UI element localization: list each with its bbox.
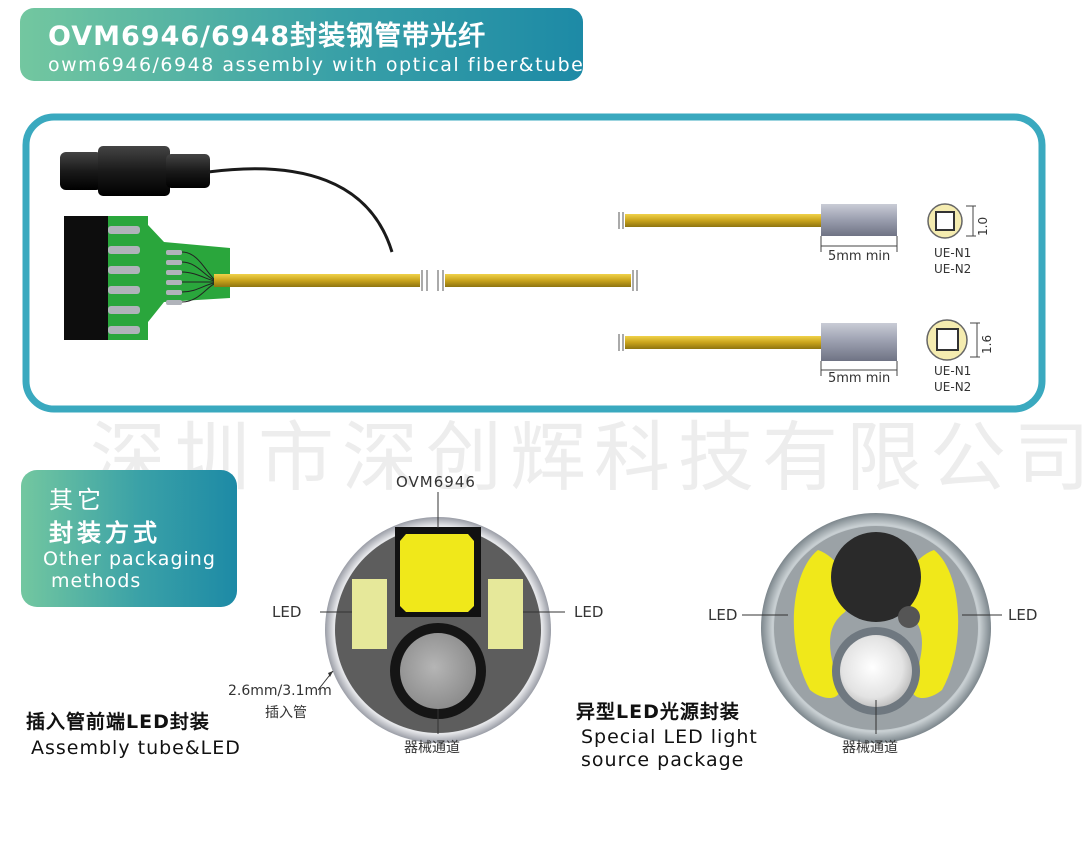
page-subtitle: owm6946/6948 assembly with optical fiber… bbox=[48, 54, 585, 76]
right-caption-zh: 异型LED光源封装 bbox=[576, 701, 740, 723]
left-caption-en: Assembly tube&LED bbox=[31, 737, 241, 759]
left-led-label-2: LED bbox=[574, 603, 604, 621]
length-label-bottom: 5mm min bbox=[828, 371, 891, 386]
special-led-source-view bbox=[742, 513, 1002, 743]
assembly-tube-led-view bbox=[317, 492, 565, 743]
other-packaging-banner: 其它 封装方式 Other packaging methods bbox=[21, 470, 237, 607]
fiber-tube-bottom bbox=[618, 323, 898, 376]
banner-line-3: Other packaging bbox=[43, 548, 216, 570]
header-banner: OVM6946/6948封装钢管带光纤 owm6946/6948 assembl… bbox=[20, 8, 583, 81]
left-caption-zh: 插入管前端LED封装 bbox=[26, 711, 210, 733]
length-label-top: 5mm min bbox=[828, 249, 891, 264]
left-channel-label: 器械通道 bbox=[404, 740, 460, 756]
sensor-label: OVM6946 bbox=[396, 473, 476, 491]
fiber-tube-top bbox=[618, 204, 898, 252]
right-led-label-1: LED bbox=[708, 606, 738, 624]
connector-plug-icon bbox=[60, 146, 394, 253]
banner-line-2: 封装方式 bbox=[49, 519, 161, 547]
pcb-connector-icon bbox=[64, 216, 230, 340]
right-channel-label: 器械通道 bbox=[842, 740, 898, 756]
optical-fiber-long bbox=[214, 270, 638, 291]
led-type-bottom-1: UE-N1 bbox=[934, 364, 972, 378]
banner-line-1: 其它 bbox=[49, 486, 105, 514]
end-view-bottom-icon bbox=[926, 319, 980, 361]
dimension-top: 1.0 bbox=[976, 216, 990, 236]
end-view-top-icon bbox=[927, 203, 976, 239]
company-watermark: 深圳市深创辉科技有限公司 bbox=[90, 413, 1085, 502]
dimension-bottom: 1.6 bbox=[980, 334, 994, 354]
left-led-label-1: LED bbox=[272, 603, 302, 621]
banner-line-4: methods bbox=[51, 570, 142, 592]
tube-size-label: 2.6mm/3.1mm bbox=[228, 683, 332, 699]
led-type-top-1: UE-N1 bbox=[934, 246, 972, 260]
right-caption-en-2: source package bbox=[581, 749, 745, 771]
led-type-bottom-2: UE-N2 bbox=[934, 380, 972, 394]
right-led-label-2: LED bbox=[1008, 606, 1038, 624]
right-caption-en-1: Special LED light bbox=[581, 726, 758, 748]
page-title: OVM6946/6948封装钢管带光纤 bbox=[48, 21, 487, 52]
tube-insert-label: 插入管 bbox=[265, 705, 307, 721]
led-type-top-2: UE-N2 bbox=[934, 262, 972, 276]
